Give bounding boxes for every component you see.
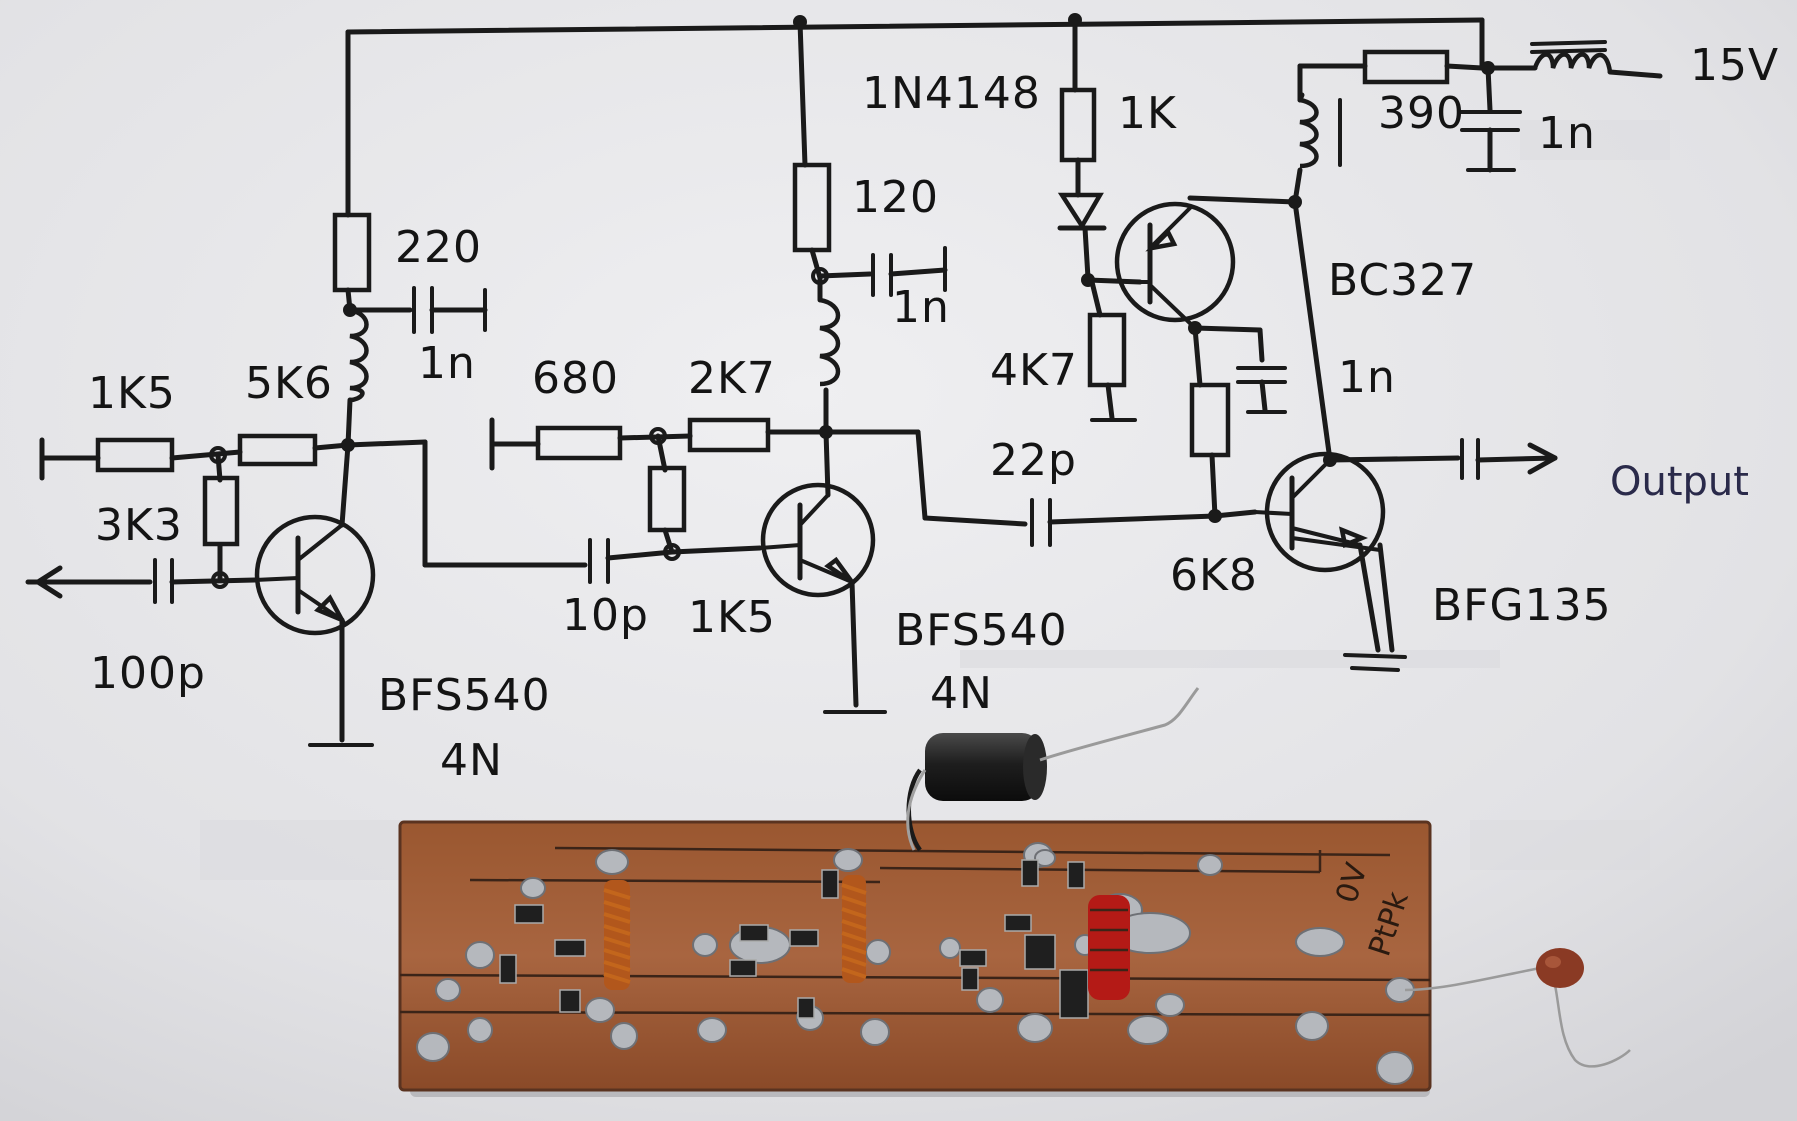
resistor-120 xyxy=(792,162,832,253)
label-1k5-stage2: 1K5 xyxy=(688,592,776,643)
label-680: 680 xyxy=(532,353,619,404)
label-1k: 1K xyxy=(1118,88,1177,139)
resistor-5k6 xyxy=(237,433,318,467)
resistor-1k xyxy=(1059,87,1097,163)
pcb-board: 0V PtPk xyxy=(398,687,1631,1097)
air-core-coil-1-icon xyxy=(603,880,631,990)
label-390: 390 xyxy=(1378,88,1465,139)
supply-choke-icon xyxy=(1532,52,1613,73)
transistor-bfs540-stage2-icon xyxy=(758,482,876,598)
junction-nodes xyxy=(209,13,1495,589)
label-bc327: BC327 xyxy=(1328,255,1477,306)
label-bfg135: BFG135 xyxy=(1432,580,1612,631)
label-bfs540-stage1: BFS540 xyxy=(378,670,551,721)
label-4k7: 4K7 xyxy=(990,345,1078,396)
resistor-2k7 xyxy=(687,417,771,453)
label-5k6: 5K6 xyxy=(245,358,333,409)
schematic-wires xyxy=(25,17,1663,747)
label-2k7: 2K7 xyxy=(688,353,776,404)
label-1n-supply: 1n xyxy=(1538,108,1596,159)
transistor-bfg135-icon xyxy=(1253,451,1386,573)
resistor-1k5-input xyxy=(95,437,175,473)
resistor-1k5-stage2 xyxy=(647,465,687,533)
label-22p: 22p xyxy=(990,435,1077,486)
resistor-3k3 xyxy=(202,475,240,547)
transistor-bfs540-stage1-icon xyxy=(253,514,376,636)
inductor-stage1-icon xyxy=(349,307,369,403)
resistors xyxy=(95,49,1450,547)
semiconductors xyxy=(253,192,1386,636)
label-bfs540-stage2: BFS540 xyxy=(895,605,1068,656)
label-120: 120 xyxy=(852,172,939,223)
label-4n-stage2: 4N xyxy=(930,668,993,719)
resistor-390 xyxy=(1362,49,1450,85)
resistor-680 xyxy=(535,425,623,461)
pcb-copper xyxy=(398,820,1432,1092)
show-through-ghost-text xyxy=(200,120,1670,880)
ceramic-capacitor-icon xyxy=(1404,948,1631,1068)
label-100p: 100p xyxy=(90,648,206,699)
label-10p: 10p xyxy=(562,590,649,641)
label-1n-stage2: 1n xyxy=(892,282,950,333)
label-220: 220 xyxy=(395,222,482,273)
supply-voltage-label: 15V xyxy=(1690,40,1779,91)
inductor-stage3-icon xyxy=(1299,97,1319,169)
output-label: Output xyxy=(1610,459,1749,505)
label-1n-stage1: 1n xyxy=(418,338,476,389)
inductors xyxy=(349,40,1613,403)
label-1n4148: 1N4148 xyxy=(862,68,1041,119)
air-core-coil-2-icon xyxy=(841,875,867,983)
label-4n-stage1: 4N xyxy=(440,735,503,786)
label-1n-bypass: 1n xyxy=(1338,352,1396,403)
red-inductor-icon xyxy=(1088,895,1130,1000)
transistor-bc327-icon xyxy=(1114,201,1236,330)
ferrite-choke-icon xyxy=(906,687,1200,852)
inductor-stage2-icon xyxy=(819,297,841,387)
smd-components xyxy=(499,859,1089,1019)
resistor-4k7 xyxy=(1087,312,1127,388)
resistor-6k8 xyxy=(1189,382,1231,458)
resistor-220 xyxy=(332,212,372,293)
diode-1n4148-icon xyxy=(1057,192,1107,231)
label-6k8: 6K8 xyxy=(1170,550,1258,601)
component-labels: 15V Output 1K5 5K6 3K3 220 1n 100p BFS54… xyxy=(88,40,1779,786)
label-3k3: 3K3 xyxy=(95,500,183,551)
label-1k5-input: 1K5 xyxy=(88,368,176,419)
